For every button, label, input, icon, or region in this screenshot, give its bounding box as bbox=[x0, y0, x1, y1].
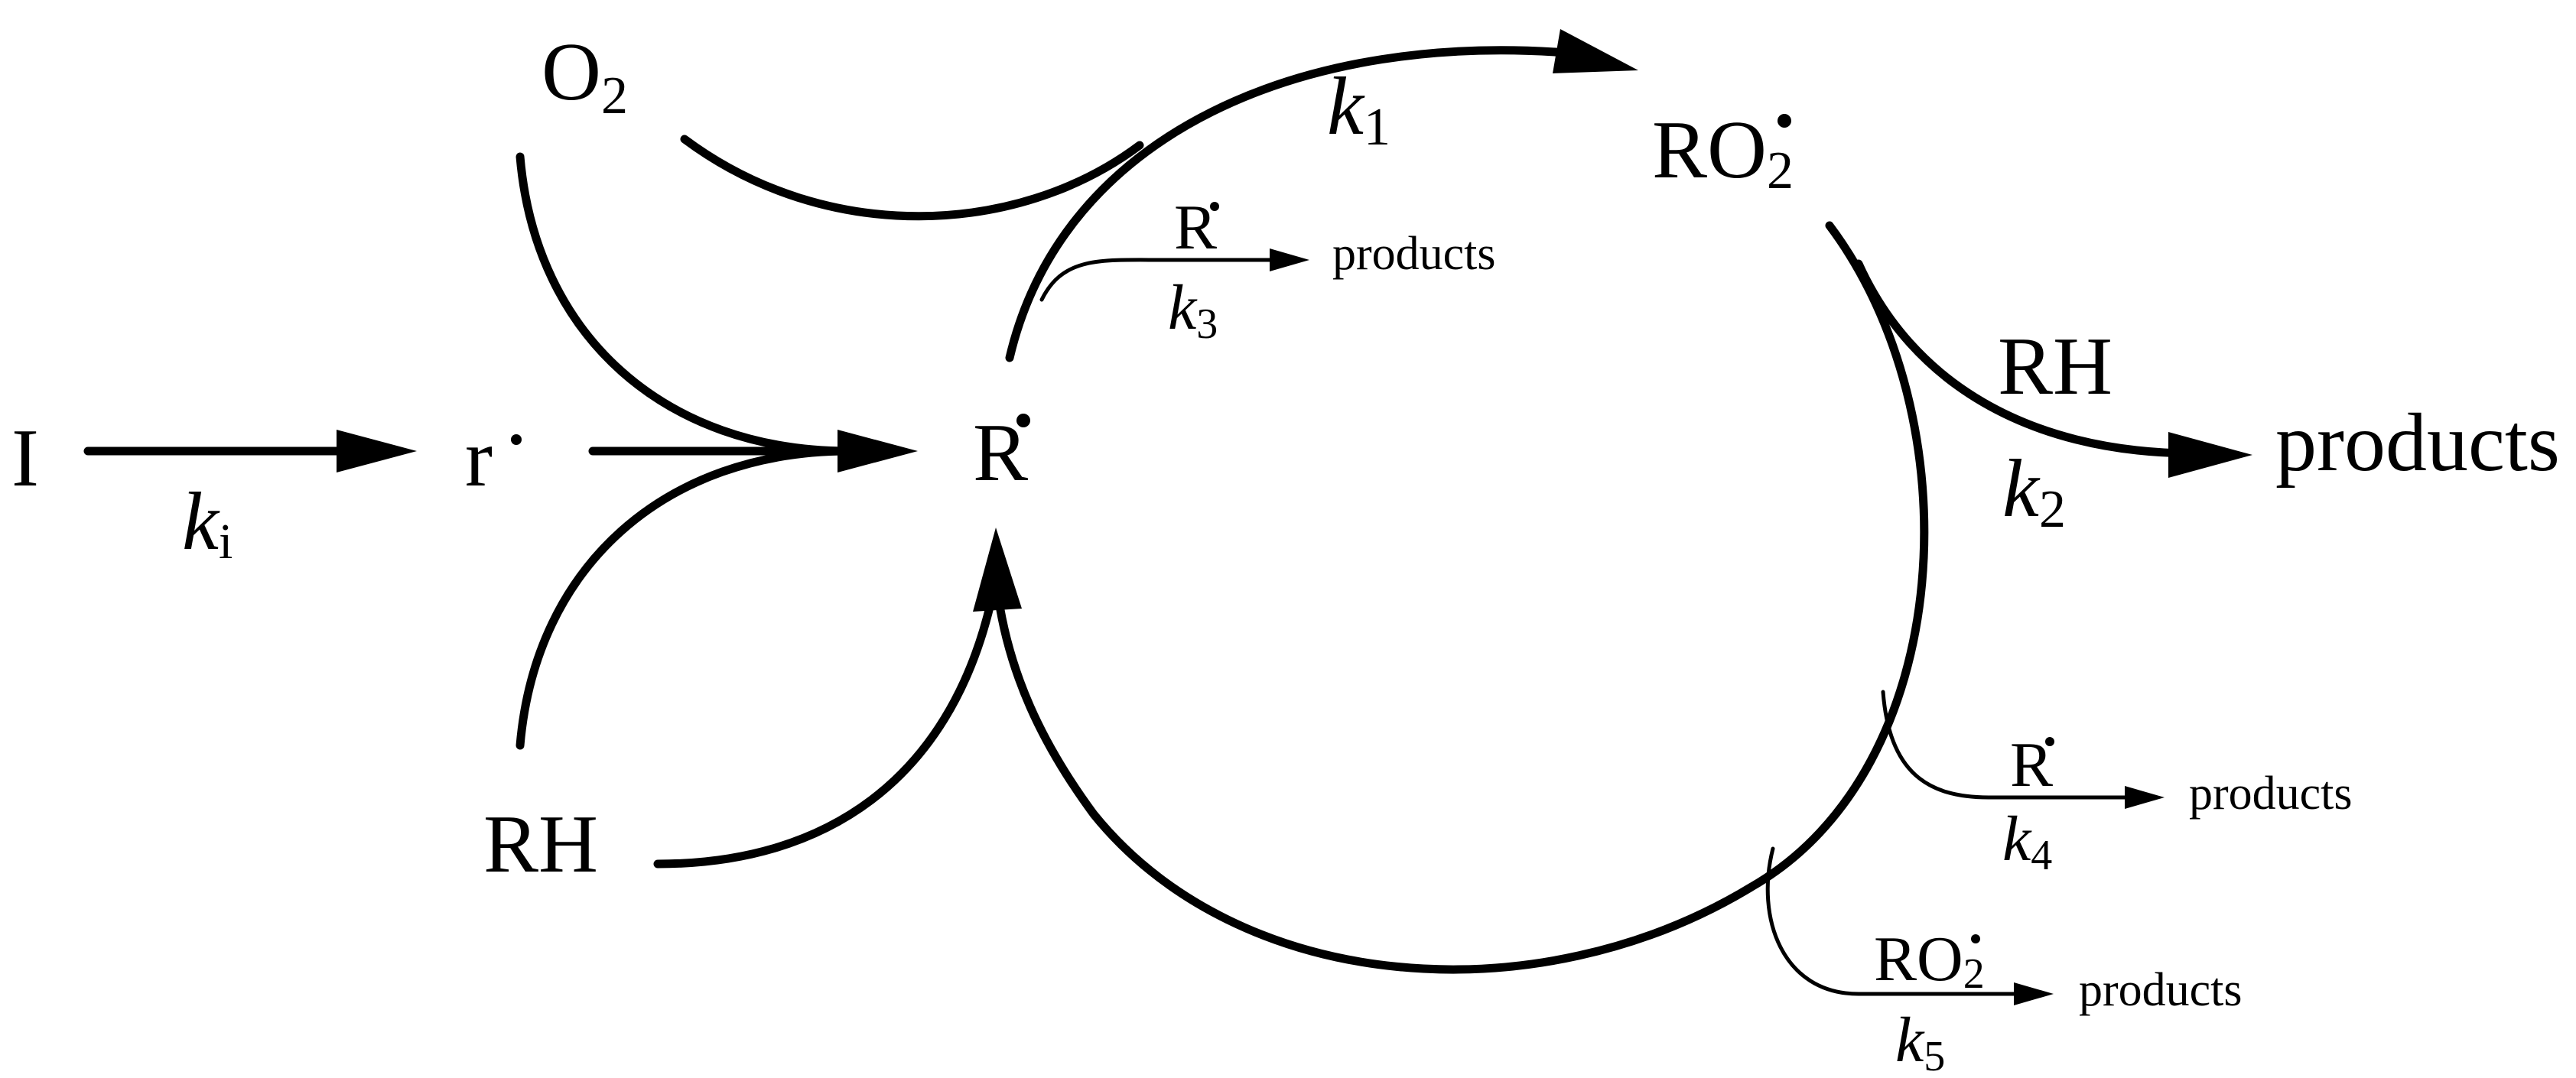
arrow-i-to-r-head bbox=[337, 430, 417, 472]
label-k2-co-reactant: RH bbox=[1998, 321, 2113, 412]
label-k-i: ki bbox=[182, 476, 233, 570]
label-k5-products: products bbox=[2079, 964, 2243, 1016]
radical-dot-k3-partner bbox=[1210, 202, 1219, 211]
curve-rh-to-R bbox=[516, 446, 854, 750]
cycle-return-arrowhead bbox=[973, 528, 1022, 612]
label-hydrocarbon-bottom: RH bbox=[483, 799, 598, 890]
arrow-RO2-to-products bbox=[1854, 259, 2192, 458]
label-k-4: k4 bbox=[2002, 804, 2052, 879]
arrow-R-to-RO2 bbox=[1005, 46, 1580, 362]
label-k3-partner: R bbox=[1174, 192, 1217, 263]
radical-dot-RO2 bbox=[1778, 114, 1791, 128]
branch-k3 bbox=[1039, 258, 1280, 302]
curve-o2-to-R bbox=[516, 152, 854, 456]
arrow-R-to-RO2-head bbox=[1553, 29, 1638, 73]
label-k3-products: products bbox=[1332, 228, 1496, 280]
label-k-2: k2 bbox=[2002, 443, 2066, 539]
radical-dot-k5-partner bbox=[1971, 934, 1980, 943]
label-k4-products: products bbox=[2189, 768, 2353, 820]
label-k5-partner: RO2 bbox=[1874, 924, 1985, 998]
label-peroxyl-radical: RO2 bbox=[1652, 105, 1794, 200]
curve-o2-joining-k1 bbox=[680, 135, 1144, 221]
radical-dot-r bbox=[511, 434, 522, 445]
branch-k3-head bbox=[1270, 248, 1309, 271]
label-k-5: k5 bbox=[1895, 1005, 1945, 1078]
branch-k4 bbox=[1881, 690, 2136, 800]
arrow-RO2-to-products-head bbox=[2168, 432, 2252, 478]
radical-dot-R bbox=[1016, 414, 1030, 427]
label-k-1: k1 bbox=[1327, 61, 1390, 157]
branch-k5 bbox=[1765, 846, 2021, 996]
branch-k4-head bbox=[2125, 786, 2165, 809]
label-oxygen: O2 bbox=[542, 27, 628, 125]
label-k2-products: products bbox=[2275, 398, 2560, 489]
radical-dot-k4-partner bbox=[2045, 737, 2054, 746]
label-initiator: I bbox=[11, 413, 39, 504]
branch-k5-head bbox=[2014, 982, 2054, 1005]
cycle-return-arc bbox=[994, 221, 1929, 974]
label-initial-radical: r bbox=[465, 413, 493, 504]
curve-rh-bottom-to-R bbox=[653, 599, 995, 869]
label-k-3: k3 bbox=[1168, 272, 1218, 348]
arrow-r-to-R-head bbox=[838, 430, 918, 472]
